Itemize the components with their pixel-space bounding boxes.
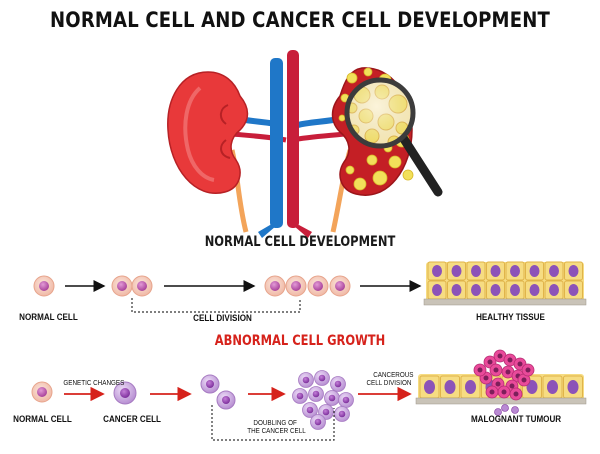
tumour-nucleus (495, 381, 501, 387)
doubling-cells-icon (200, 374, 236, 410)
tissue-nucleus (529, 284, 540, 296)
tumour-nucleus (521, 377, 527, 383)
tissue-nucleus (547, 380, 558, 394)
tumour-nucleus (525, 367, 531, 373)
tissue-nucleus (510, 265, 520, 277)
escaping-cell (501, 404, 509, 412)
kidney-illustration (167, 50, 443, 238)
label-healthy-tissue: HEALTHY TISSUE (476, 312, 545, 323)
tissue-nucleus (510, 284, 520, 296)
label-normal-cell: NORMAL CELL (19, 312, 78, 323)
cancer-nucleus (306, 406, 314, 414)
tissue-nucleus (471, 265, 481, 277)
tissue-nucleus (465, 380, 476, 394)
label-cell-division: CELL DIVISION (193, 313, 252, 324)
cell-division-bracket (131, 298, 301, 313)
cancer-cluster-icon (292, 370, 354, 430)
aorta (287, 50, 299, 228)
normal-cell-icon (33, 275, 55, 297)
label-cancerous-line1: CANCEROUS (373, 372, 414, 379)
healthy-kidney (167, 71, 249, 194)
tumour-nucleus (507, 357, 513, 363)
page-title: NORMAL CELL AND CANCER CELL DEVELOPMENT (50, 8, 550, 32)
tissue-nucleus (451, 284, 462, 296)
cancer-nucleus (338, 410, 346, 418)
tissue-nucleus (490, 284, 501, 296)
tumour-nucleus (513, 391, 519, 397)
label-cancer-cell: CANCER CELL (103, 414, 161, 425)
divided-cells-four (264, 275, 351, 297)
tissue-nucleus (568, 284, 579, 296)
label-doubling-line2: THE CANCER CELL (247, 428, 306, 435)
label-doubling-line1: DOUBLING OF (253, 420, 297, 427)
cancer-nucleus (342, 396, 350, 404)
tissue-nucleus (471, 284, 481, 296)
tumour-nucleus (497, 353, 503, 359)
magnifier-icon (344, 77, 443, 197)
cancer-nucleus (328, 394, 336, 402)
tissue-nucleus (444, 380, 456, 394)
tissue-nucleus (432, 284, 442, 296)
tumour-nucleus (487, 359, 493, 365)
tumour-nucleus (501, 389, 507, 395)
healthy-tissue-icon (423, 261, 587, 306)
vena-cava (270, 58, 283, 228)
malignant-tumour-icon (415, 349, 587, 416)
cancer-nucleus (314, 418, 322, 426)
tumour-nucleus (505, 369, 511, 375)
tissue-nucleus (432, 265, 442, 277)
cancer-cell-icon (113, 381, 137, 405)
cancer-nucleus (312, 390, 320, 398)
tumour-nucleus (509, 383, 515, 389)
tissue-nucleus (490, 265, 501, 277)
escaping-cell (494, 408, 502, 416)
doubling-bracket (211, 405, 335, 441)
abnormal-growth-row (31, 349, 587, 441)
tissue-nucleus (567, 380, 579, 394)
divided-cells-two (111, 275, 153, 297)
tissue-nucleus (549, 265, 559, 277)
tissue-nucleus (451, 265, 462, 277)
escaping-cell (511, 406, 519, 414)
label-malignant-tumour: MALOGNANT TUMOUR (470, 414, 562, 425)
cancer-nucleus (296, 392, 304, 400)
tumour-nucleus (493, 367, 499, 373)
tissue-nucleus (424, 380, 435, 394)
tumour-nucleus (483, 375, 489, 381)
tissue-nucleus (568, 265, 579, 277)
label-genetic-changes: GENETIC CHANGES (63, 380, 125, 387)
abnormal-growth-title: ABNORMAL CELL GROWTH (214, 333, 386, 349)
tissue-nucleus (549, 284, 559, 296)
normal-development-row (33, 261, 587, 313)
label-normal-cell-abnormal: NORMAL CELL (13, 414, 72, 425)
normal-development-title: NORMAL CELL DEVELOPMENT (204, 234, 396, 250)
tissue-nucleus (529, 265, 540, 277)
tumour-nucleus (517, 361, 523, 367)
cancer-nucleus (318, 374, 326, 382)
cancer-nucleus (322, 408, 330, 416)
tumour-nucleus (489, 389, 495, 395)
normal-cell-icon-abnormal (31, 381, 53, 403)
tumour-nucleus (477, 367, 483, 373)
cancer-nucleus (302, 376, 310, 384)
label-cancerous-line2: CELL DIVISION (366, 380, 412, 387)
cancer-nucleus (334, 380, 342, 388)
